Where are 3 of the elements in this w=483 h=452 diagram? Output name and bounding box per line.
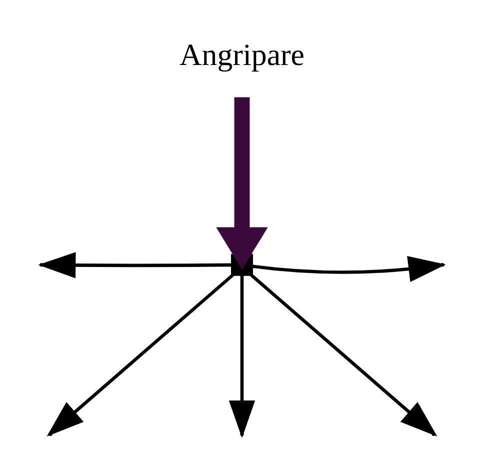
arrow: [216, 97, 268, 270]
node-text: Angripare: [179, 38, 304, 72]
node-box: [230, 254, 252, 276]
